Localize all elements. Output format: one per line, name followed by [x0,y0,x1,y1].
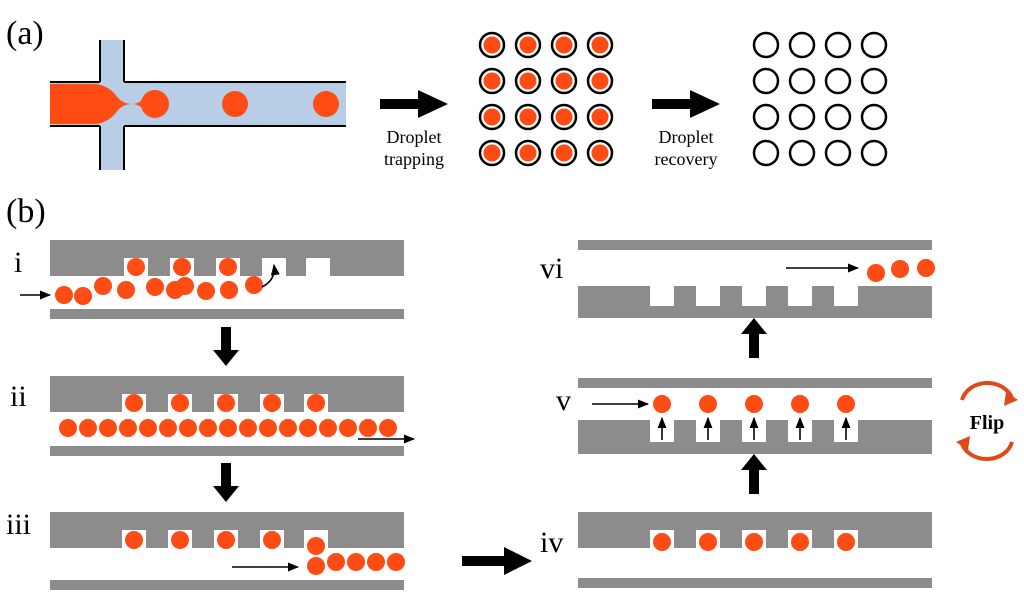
bottom-wall [578,420,932,454]
flip-label: Flip [970,412,1004,434]
recovery-label-line1: Droplet [659,127,714,147]
trapped-droplet [483,72,501,90]
recovery-label-line2: recovery [655,149,718,169]
step-iv-device: iv [540,512,932,588]
trapping-label-line2: trapping [384,149,444,169]
trapped-droplet [519,108,537,126]
bottom-wall [50,446,404,456]
empty-well [824,103,852,131]
droplets [55,258,263,305]
empty-well [788,103,816,131]
empty-well [860,103,888,131]
trapped-droplet [483,144,501,162]
top-wall [578,512,932,548]
top-wall [578,378,932,388]
empty-well [752,31,780,59]
step-v-device: v [556,378,932,454]
down-arrow [213,327,239,366]
empty-well [752,103,780,131]
trapped-droplet [555,144,573,162]
empty-well [788,67,816,95]
step-vi-device: vi [540,240,935,318]
trapped-droplet [591,72,609,90]
flip-rotate-arrow-icon [960,380,1014,401]
trapped-droplet [591,144,609,162]
droplets [59,394,397,437]
up-arrow [741,318,767,358]
top-wall [50,376,404,412]
t-junction-channel [50,40,346,170]
trapped-droplet [483,36,501,54]
bottom-wall [578,578,932,588]
bottom-wall [578,286,932,318]
trapped-droplet [519,144,537,162]
empty-well [824,67,852,95]
empty-well [752,139,780,167]
up-arrow [741,454,767,494]
empty-well [788,139,816,167]
trapped-droplet-array [478,31,614,167]
trapped-droplet [555,72,573,90]
recovery-arrow [652,90,720,118]
trapped-droplet [591,108,609,126]
generated-droplet [222,91,248,117]
empty-well [860,31,888,59]
trapped-droplet [591,36,609,54]
down-arrow [213,463,239,502]
top-wall [50,240,404,276]
trapped-droplet [555,108,573,126]
dispersed-phase-stream [50,84,142,124]
bottom-wall [50,580,404,590]
release-arrows [657,416,851,440]
right-arrow [462,547,532,575]
droplets [653,395,855,413]
droplets [867,259,935,282]
trapping-arrow [380,90,448,118]
step-iii-label: iii [6,508,31,541]
step-i-device: i [14,240,404,319]
step-i-label: i [14,246,22,279]
empty-well [860,139,888,167]
step-iv-label: iv [540,526,563,559]
empty-well-array [752,31,888,167]
empty-well [752,67,780,95]
trapped-droplet [555,36,573,54]
droplets [125,531,405,575]
trapping-label-line1: Droplet [387,127,442,147]
empty-well [860,67,888,95]
step-v-label: v [556,384,571,417]
droplets [653,533,855,551]
bottom-wall [50,309,404,319]
generated-droplet [313,91,339,117]
trapped-droplet [519,72,537,90]
top-wall [50,512,404,548]
panel-a-label: (a) [6,15,44,52]
panel-b-label: (b) [6,193,46,230]
empty-well [824,139,852,167]
step-vi-label: vi [540,252,563,285]
top-wall [578,240,932,250]
empty-well [824,31,852,59]
step-ii-label: ii [10,380,27,413]
step-iii-device: iii [6,508,405,590]
flip-indicator: Flip [956,380,1018,462]
trapped-droplet [483,108,501,126]
step-ii-device: ii [10,376,416,456]
trapped-droplet [519,36,537,54]
flip-rotate-arrow-icon [960,441,1014,462]
empty-well [788,31,816,59]
